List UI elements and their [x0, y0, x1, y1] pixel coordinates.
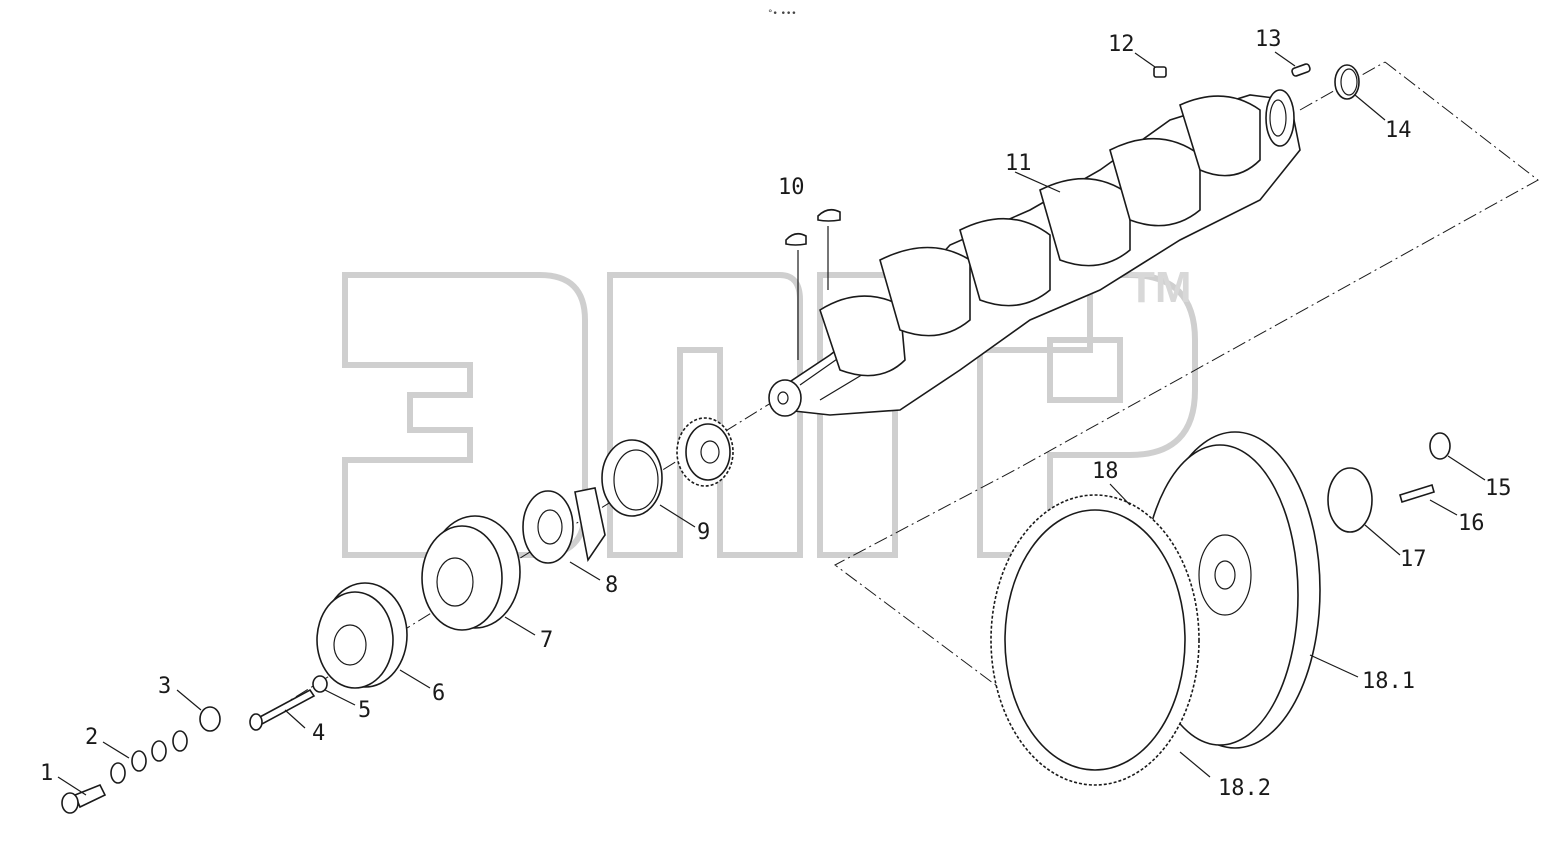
callout-7: 7 [540, 628, 553, 653]
woodruff-keys [785, 208, 841, 360]
callout-17: 17 [1400, 547, 1427, 572]
callout-18-1: 18.1 [1362, 669, 1415, 694]
pulley-7 [421, 515, 521, 631]
callout-4: 4 [312, 721, 325, 746]
bolt-4 [256, 688, 316, 726]
callout-2: 2 [85, 725, 98, 750]
header-mark: °• ••• [768, 9, 797, 19]
bushing-14 [1334, 64, 1360, 100]
callout-18: 18 [1092, 459, 1119, 484]
callout-9: 9 [697, 520, 710, 545]
pulley-hub [522, 487, 606, 564]
callout-14: 14 [1385, 118, 1412, 143]
washer-5 [312, 675, 328, 693]
washer-2c [131, 750, 147, 772]
callout-12: 12 [1108, 32, 1135, 57]
washer-2b [151, 740, 167, 762]
callout-5: 5 [358, 698, 371, 723]
callout-6: 6 [432, 681, 445, 706]
crank-gear [676, 417, 734, 487]
leader-lines [57, 51, 1486, 796]
callout-11: 11 [1005, 151, 1032, 176]
washer-15 [1429, 432, 1451, 460]
callout-10: 10 [778, 175, 805, 200]
ring-gear [990, 494, 1200, 786]
callout-16: 16 [1458, 511, 1485, 536]
callout-15: 15 [1485, 476, 1512, 501]
pin-13 [1291, 63, 1311, 77]
bolt-16 [1399, 483, 1435, 504]
crankshaft [768, 89, 1301, 417]
callout-3: 3 [158, 674, 171, 699]
washer-1 [110, 762, 126, 784]
plate-17 [1327, 467, 1373, 533]
plug-12 [1153, 66, 1167, 78]
washer-3 [199, 706, 221, 732]
washer-2a [172, 730, 188, 752]
callout-18-2: 18.2 [1218, 776, 1271, 801]
pulley-6 [316, 582, 408, 689]
callout-1: 1 [40, 761, 53, 786]
bolt-1 [73, 783, 107, 809]
oil-seal [601, 439, 663, 517]
callout-13: 13 [1255, 27, 1282, 52]
watermark-tm: TM [1128, 263, 1192, 312]
callout-8: 8 [605, 573, 618, 598]
